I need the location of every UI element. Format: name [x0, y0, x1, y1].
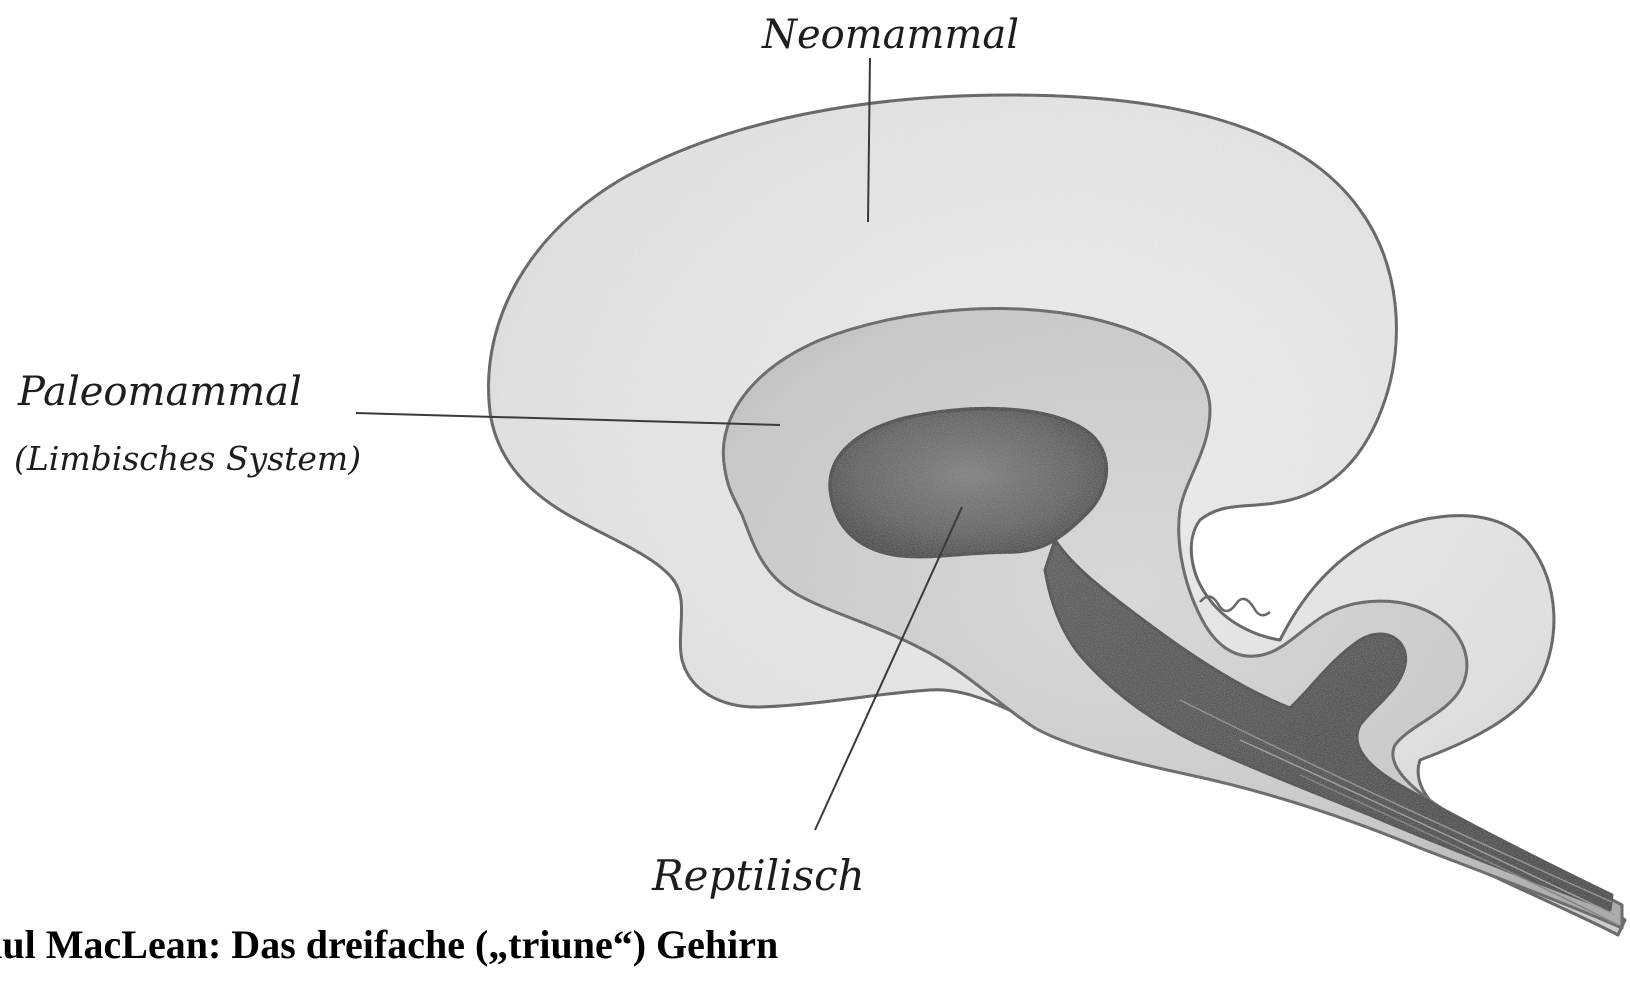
reptilian-label: Reptilisch — [651, 851, 865, 900]
neomammal-label: Neomammal — [761, 12, 1019, 58]
reptilian-core-shape — [830, 409, 1106, 557]
paleomammal-label: Paleomammal — [17, 369, 302, 415]
limbic-system-label: (Limbisches System) — [14, 439, 361, 478]
figure-caption: Paul MacLean: Das dreifache („triune“) G… — [0, 915, 1000, 975]
